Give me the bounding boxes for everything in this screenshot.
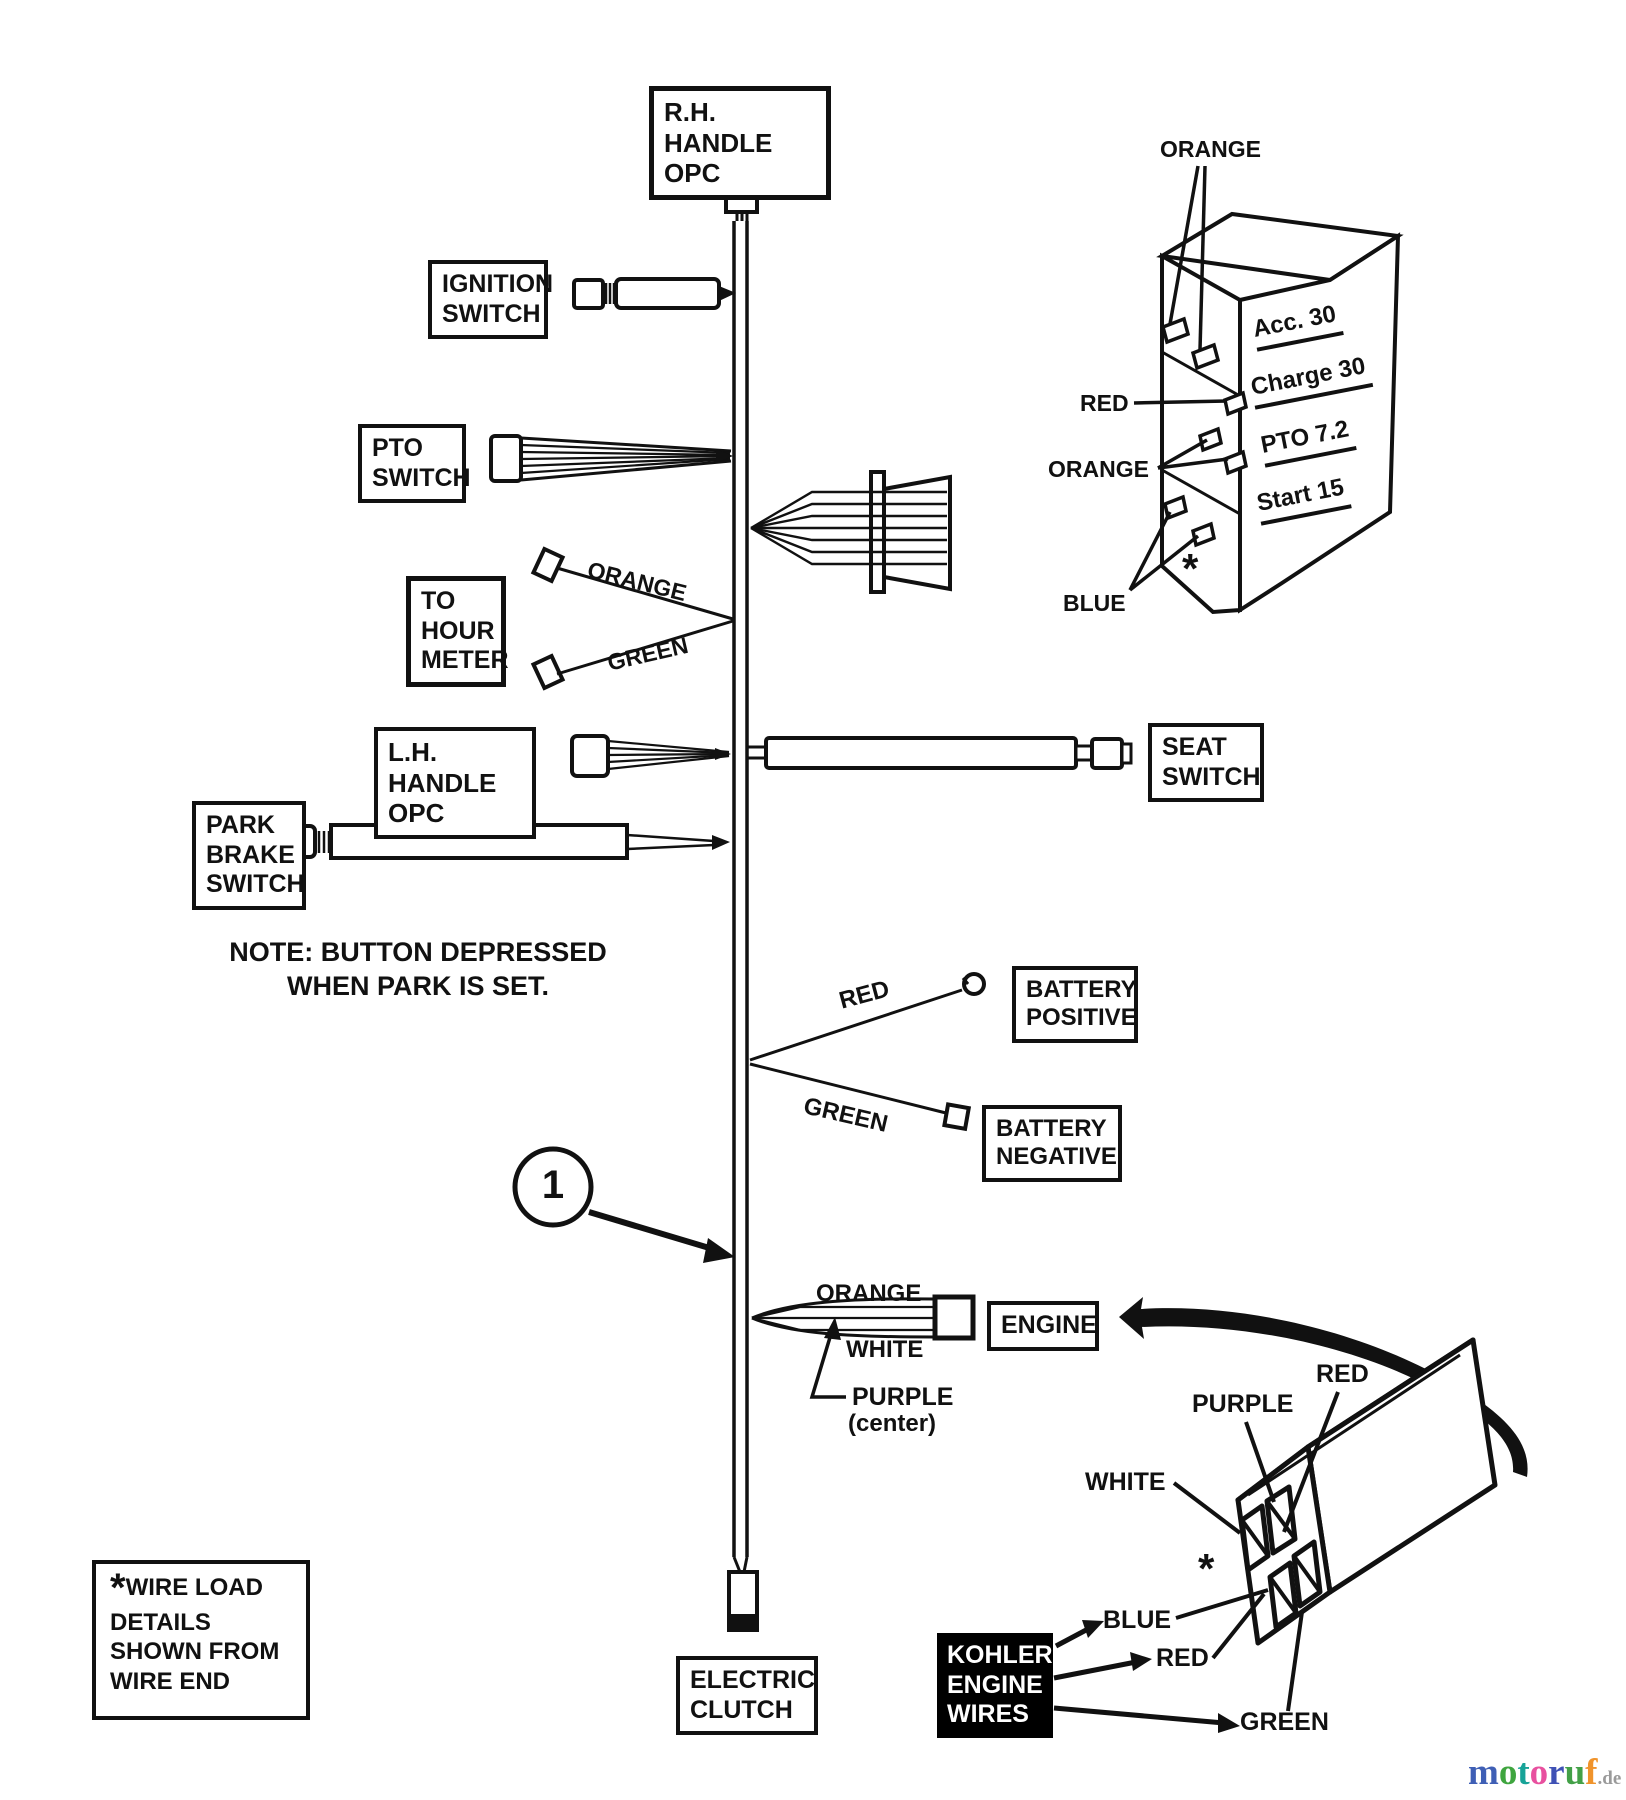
battery-wires xyxy=(749,972,986,1132)
kohler-white-label: WHITE xyxy=(1085,1468,1166,1496)
lh-handle-opc-box: L.H. HANDLE OPC xyxy=(374,727,536,840)
engine-purple-label: PURPLE xyxy=(852,1383,954,1411)
harness-branch-connector xyxy=(750,470,952,594)
battery-positive-box: BATTERY POSITIVE xyxy=(1012,966,1138,1043)
engine-purple-center-note: (center) xyxy=(848,1410,937,1437)
wire-load-note-box: *WIRE LOAD DETAILS SHOWN FROM WIRE END xyxy=(92,1560,310,1720)
watermark-letter: t xyxy=(1517,1752,1530,1793)
park-brake-switch-box: PARK BRAKE SWITCH xyxy=(192,801,306,910)
kohler-asterisk: * xyxy=(1198,1545,1215,1592)
pto-switch-connector xyxy=(489,434,733,483)
kohler-red-label: RED xyxy=(1156,1644,1209,1672)
seat-switch-assembly xyxy=(748,736,1133,770)
watermark-letter: o xyxy=(1498,1752,1518,1793)
ring-terminal xyxy=(962,972,986,996)
ignition-switch-box: IGNITION SWITCH xyxy=(428,260,553,339)
pto-switch-box: PTO SWITCH xyxy=(358,424,471,503)
callout-1-pointer xyxy=(512,1146,735,1263)
lh-handle-connector xyxy=(570,734,731,778)
electric-clutch-box: ELECTRIC CLUTCH xyxy=(676,1656,818,1735)
detail-red-label: RED xyxy=(1080,390,1129,416)
wire-load-details: DETAILS SHOWN FROM WIRE END xyxy=(110,1609,280,1695)
kohler-plug-detail xyxy=(1172,1337,1498,1712)
detail-orange-mid-label: ORANGE xyxy=(1048,456,1149,482)
kohler-purple-label: PURPLE xyxy=(1192,1390,1294,1418)
kohler-red-top-label: RED xyxy=(1316,1360,1369,1388)
detail-orange-top-label: ORANGE xyxy=(1160,136,1261,162)
watermark-logo: motoruf.de xyxy=(1468,1754,1621,1791)
rh-handle-opc-box: R.H. HANDLE OPC xyxy=(649,86,831,201)
park-note: NOTE: BUTTON DEPRESSED WHEN PARK IS SET. xyxy=(229,937,607,1001)
watermark-letter: o xyxy=(1529,1752,1549,1793)
watermark-letter: m xyxy=(1468,1752,1499,1793)
wire-load-title: WIRE LOAD xyxy=(125,1574,263,1601)
engine-white-label: WHITE xyxy=(846,1336,924,1363)
watermark-letter: r xyxy=(1548,1752,1565,1793)
watermark-letter: f xyxy=(1585,1752,1598,1793)
main-harness xyxy=(724,180,759,1632)
kohler-engine-wires-box: KOHLER ENGINE WIRES xyxy=(937,1633,1053,1738)
ignition-connector-detail xyxy=(1128,165,1404,615)
kohler-green-label: GREEN xyxy=(1240,1708,1329,1736)
callout-1-number: 1 xyxy=(541,1163,565,1207)
to-hour-meter-box: TO HOUR METER xyxy=(406,576,509,687)
kohler-box-arrows xyxy=(1053,1620,1240,1733)
battery-negative-box: BATTERY NEGATIVE xyxy=(982,1105,1122,1182)
watermark-letter: u xyxy=(1564,1752,1586,1793)
kohler-blue-label: BLUE xyxy=(1103,1606,1172,1634)
hour-meter-wires xyxy=(530,546,734,691)
detail-blue-label: BLUE xyxy=(1063,590,1126,616)
engine-box: ENGINE xyxy=(987,1301,1099,1351)
ignition-switch-connector xyxy=(572,277,736,310)
detail-asterisk: * xyxy=(1182,545,1199,592)
engine-orange-label: ORANGE xyxy=(816,1280,922,1307)
wire-load-asterisk: * xyxy=(110,1566,126,1610)
engine-wire-branch xyxy=(751,1294,976,1399)
watermark-suffix: .de xyxy=(1597,1768,1622,1789)
seat-switch-box: SEAT SWITCH xyxy=(1148,723,1264,802)
